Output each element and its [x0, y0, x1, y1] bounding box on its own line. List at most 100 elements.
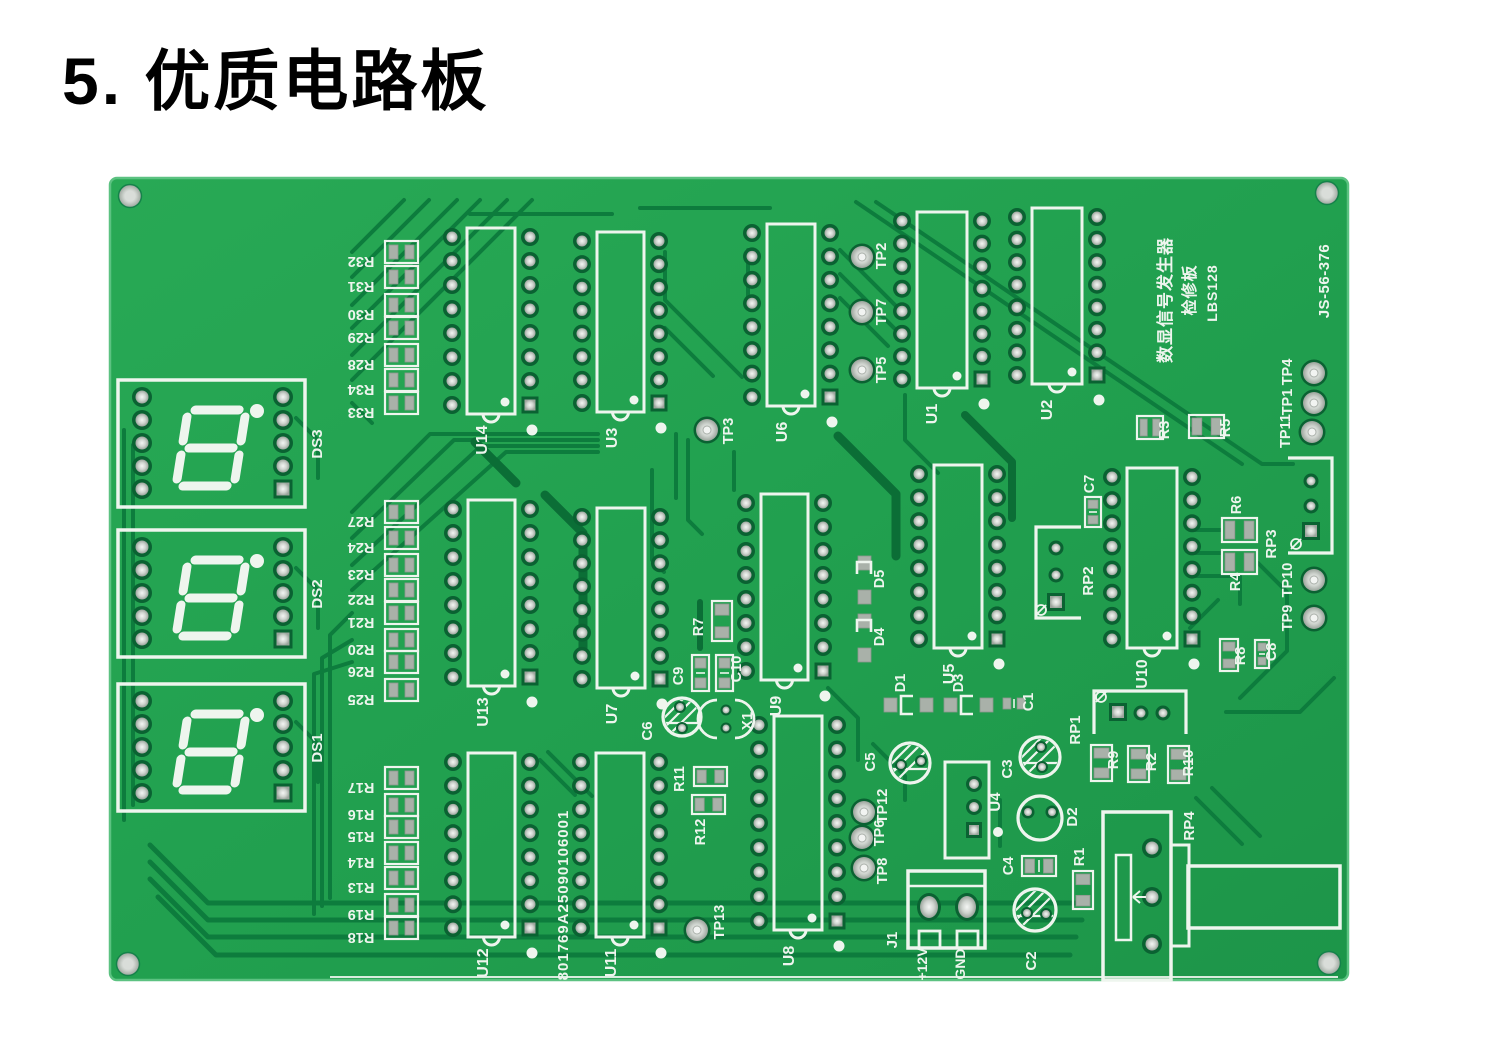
testpoint-tp7: TP7: [848, 298, 890, 326]
silkscreen-label: R9: [1106, 751, 1122, 770]
silkscreen-label: D1: [893, 674, 909, 693]
smd-c10: C10: [714, 653, 745, 693]
silkscreen-label: DS2: [309, 579, 326, 608]
smd-r7: R7: [691, 599, 734, 643]
silkscreen-label: U6: [774, 422, 791, 443]
ic-u10: U10: [1103, 466, 1201, 689]
silkscreen-label: R16: [348, 806, 375, 822]
display-ds1: DS1: [116, 682, 326, 813]
ic-u4: U4: [943, 760, 1004, 860]
silkscreen-label: R32: [348, 253, 375, 269]
silkscreen-label: R13: [348, 879, 375, 895]
silkscreen-label: C4: [1001, 857, 1017, 876]
silkscreen-label: C6: [639, 721, 656, 740]
silkscreen-label: R27: [348, 513, 375, 529]
silkscreen-label: R19: [348, 906, 375, 922]
silkscreen-label: R4: [1228, 573, 1244, 592]
ic-u3: U3: [573, 230, 668, 449]
silkscreen-label: TP9: [1280, 605, 1296, 632]
ic-u9: U9: [737, 492, 832, 716]
smd-r11: R11: [672, 765, 729, 792]
smd-c4: C4: [1001, 854, 1058, 878]
silkscreen-label: C10: [729, 656, 745, 683]
silkscreen-label: R2: [1144, 753, 1160, 772]
smd-r9: R9: [1089, 743, 1122, 783]
capacitor-c3: C3: [999, 735, 1062, 779]
testpoint-tp5: TP5: [848, 356, 890, 384]
pcb-board: [108, 176, 1350, 982]
silkscreen-label: GND: [952, 948, 968, 979]
silkscreen-label: R24: [348, 539, 375, 555]
silkscreen-label: R11: [672, 766, 688, 792]
page-title: 5. 优质电路板: [62, 44, 490, 118]
capacitor-c5: C5: [862, 741, 932, 785]
silkscreen-label: R26: [348, 663, 375, 679]
silkscreen-label: R15: [348, 828, 375, 844]
connector-rp4: RP4: [1101, 810, 1342, 982]
silkscreen-label: D4: [872, 628, 888, 647]
testpoint-tp12: TP12: [850, 789, 891, 826]
silkscreen-label: R17: [348, 779, 375, 795]
silkscreen-label: 检修板: [1180, 264, 1199, 315]
silkscreen-label: 数显信号发生器: [1155, 237, 1175, 363]
silkscreen-label: U12: [475, 948, 492, 977]
smd-r1: R1: [1071, 848, 1095, 911]
silkscreen-label: C3: [999, 759, 1016, 778]
silkscreen-label: RP1: [1067, 715, 1084, 744]
silkscreen-label: R23: [348, 566, 375, 582]
smd-r2: R2: [1126, 744, 1160, 784]
testpoint-tp11: TP11: [1278, 414, 1326, 448]
silkscreen-label: +12V: [914, 947, 930, 981]
capacitor-c6: C6: [639, 696, 703, 741]
smd-c9: C9: [671, 653, 711, 693]
testpoint-tp3: TP3: [693, 416, 737, 445]
silkscreen-label: RP2: [1080, 566, 1097, 595]
silkscreen-label: D3: [951, 674, 967, 693]
smd-r8: R8: [1218, 637, 1249, 673]
silkscreen-label: D5: [872, 570, 888, 589]
silkscreen-label: R1: [1072, 848, 1088, 867]
silkscreen-label: TP12: [875, 789, 891, 824]
silkscreen-label: R28: [348, 356, 375, 372]
silkscreen-label: TP1: [1280, 389, 1296, 416]
testpoint-tp4: TP4: [1280, 359, 1328, 387]
silkscreen-label: R3: [1157, 421, 1173, 440]
ic-u1: U1: [893, 210, 991, 425]
silkscreen-label: RP3: [1263, 529, 1280, 558]
silkscreen-label: U5: [941, 664, 958, 685]
silkscreen-label: 801769A25090106001: [555, 810, 572, 981]
silkscreen-label: U1: [924, 404, 941, 425]
silkscreen-label: U3: [604, 428, 621, 449]
smd-r3: R3: [1135, 414, 1173, 441]
silkscreen-label: TP7: [874, 299, 890, 326]
diode-d3: D3: [943, 674, 994, 716]
silkscreen-label: R7: [691, 618, 707, 637]
silkscreen-label: C1: [1021, 693, 1037, 712]
silkscreen-label: U2: [1039, 400, 1056, 421]
silkscreen-label: R12: [693, 819, 709, 846]
silkscreen-label: R14: [348, 854, 375, 870]
silkscreen-label: TP3: [721, 418, 737, 445]
silkscreen-label: U10: [1134, 659, 1151, 688]
silkscreen-label: JS-56-376: [1316, 244, 1333, 319]
silkscreen-label: C9: [671, 667, 687, 686]
ic-u8: U8: [750, 714, 846, 966]
smd-c1: C1: [1002, 693, 1037, 712]
display-ds3: DS3: [116, 378, 326, 509]
silkscreen-label: R20: [348, 641, 375, 657]
silkscreen-label: C5: [862, 752, 879, 771]
smd-r12: R12: [690, 793, 727, 846]
silkscreen-label: R30: [348, 306, 375, 322]
connector-rp3: RP3: [1263, 456, 1334, 559]
silkscreen-label: TP11: [1278, 414, 1294, 448]
silkscreen-label: DS3: [309, 429, 326, 458]
silkscreen-label: R5: [1218, 419, 1234, 438]
diode-d1: D1: [883, 674, 934, 716]
silkscreen-label: R22: [348, 591, 375, 607]
smd-c8: C8: [1253, 638, 1280, 670]
